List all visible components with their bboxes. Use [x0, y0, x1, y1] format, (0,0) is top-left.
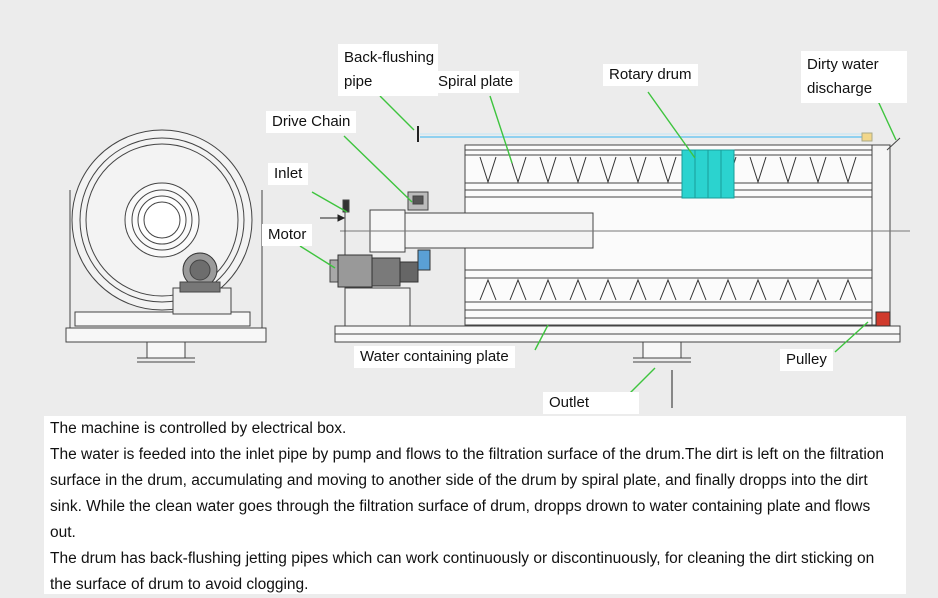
- spiral-tooth: [659, 156, 677, 184]
- back-flushing-line2: pipe: [344, 73, 373, 90]
- back-flushing-line1: Back-flushing: [344, 49, 435, 66]
- spiral-tooth: [779, 156, 797, 184]
- spiral-tooth: [599, 156, 617, 184]
- spiral-tooth: [509, 278, 527, 301]
- label-water-containing-plate: Water containing plate: [354, 346, 515, 368]
- spiral-tooth: [539, 156, 557, 184]
- spiral-tooth: [479, 278, 497, 301]
- spiral-tooth: [569, 156, 587, 184]
- drum-filter-drawing: [65, 91, 910, 408]
- label-dirty-water-discharge: Dirty water discharge: [801, 51, 907, 103]
- description-text: The machine is controlled by electrical …: [44, 416, 906, 594]
- dirty-water-line2: discharge: [807, 80, 873, 97]
- description-paragraph-1: The machine is controlled by electrical …: [50, 420, 347, 437]
- spiral-tooth: [839, 278, 857, 301]
- spiral-tooth: [629, 156, 647, 184]
- spiral-tooth: [479, 156, 497, 184]
- spiral-tooth: [569, 278, 587, 301]
- label-inlet: Inlet: [268, 163, 309, 185]
- label-pulley: Pulley: [780, 349, 833, 371]
- front-view: [320, 126, 910, 408]
- label-back-flushing-pipe: Back-flushing pipe: [338, 44, 438, 96]
- spiral-tooth: [629, 278, 647, 301]
- description-paragraph-3: The drum has back-flushing jetting pipes…: [50, 550, 875, 593]
- spiral-tooth: [809, 278, 827, 301]
- label-spiral-plate: Spiral plate: [432, 71, 520, 93]
- spiral-tooth: [749, 156, 767, 184]
- label-drive-chain: Drive Chain: [266, 111, 357, 133]
- label-outlet: Outlet: [543, 392, 639, 414]
- spiral-tooth: [719, 278, 737, 301]
- spiral-tooth: [779, 278, 797, 301]
- leader-lines: [299, 91, 897, 397]
- spiral-tooth: [509, 156, 527, 184]
- spiral-tooth: [599, 278, 617, 301]
- spiral-tooth: [809, 156, 827, 184]
- spiral-tooth: [659, 278, 677, 301]
- side-view: [65, 129, 267, 363]
- spiral-tooth: [839, 156, 857, 184]
- dirty-water-line1: Dirty water: [807, 56, 879, 73]
- spiral-tooth: [689, 278, 707, 301]
- description-paragraph-2: The water is feeded into the inlet pipe …: [50, 446, 885, 541]
- spiral-tooth: [539, 278, 557, 301]
- label-motor: Motor: [262, 224, 313, 246]
- spiral-tooth: [749, 278, 767, 301]
- label-rotary-drum: Rotary drum: [603, 64, 698, 86]
